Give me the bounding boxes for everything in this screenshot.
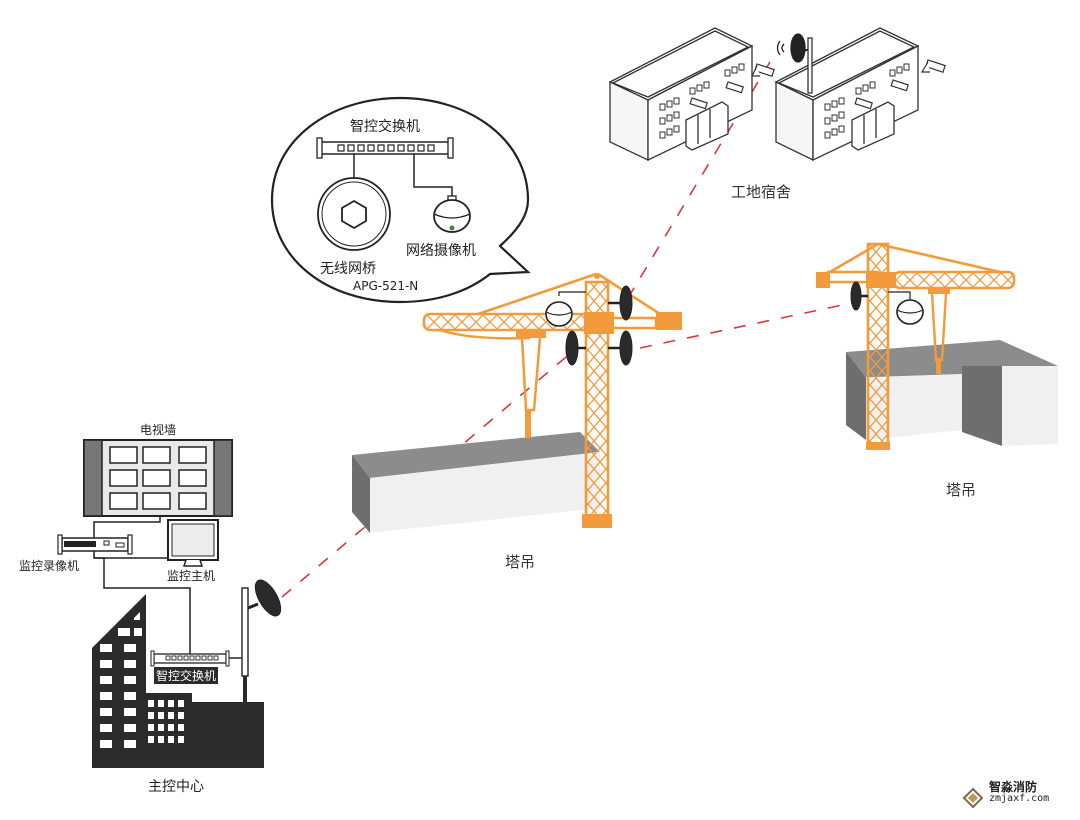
brand-name: 智淼消防 xyxy=(989,780,1038,794)
tower-crane-2 xyxy=(816,242,1016,450)
control-center xyxy=(57,439,282,768)
callout-camera-label: 网络摄像机 xyxy=(406,243,476,259)
control-center-label: 主控中心 xyxy=(148,779,204,795)
dormitory-building-1 xyxy=(608,27,754,162)
building-block-2 xyxy=(846,340,1058,446)
callout-bridge-label: 无线网桥 xyxy=(320,261,376,277)
control-center-switch-icon xyxy=(150,650,230,667)
nvr-label: 监控录像机 xyxy=(19,559,80,573)
crane-2-label: 塔吊 xyxy=(946,481,977,499)
brand-watermark: 智淼消防 zmjaxf.com xyxy=(962,781,1049,804)
crane-2-bridge-antenna-icon xyxy=(850,281,868,311)
tv-wall-icon xyxy=(83,439,233,517)
link-center-to-crane xyxy=(281,351,573,598)
crane-1-bridge-antenna-icons xyxy=(565,285,633,366)
nvr-recorder-icon xyxy=(57,534,133,555)
callout-dome-camera-icon xyxy=(433,195,471,233)
dormitory-antenna-icon xyxy=(776,33,813,94)
brand-url: zmjaxf.com xyxy=(989,793,1050,804)
dormitory-buildings xyxy=(608,27,946,162)
dormitory-label: 工地宿舍 xyxy=(731,183,792,201)
monitor-host-icon xyxy=(167,519,219,567)
crane-1-label: 塔吊 xyxy=(505,553,536,571)
control-center-antenna-icon xyxy=(241,579,282,702)
callout-switch-icon xyxy=(316,137,454,159)
crane-1-site xyxy=(352,272,682,533)
control-center-building-icon xyxy=(92,594,264,768)
tv-wall-label: 电视墙 xyxy=(140,423,177,437)
callout-bridge-model: APG-521-N xyxy=(353,279,419,293)
monitor-host-label: 监控主机 xyxy=(167,569,216,583)
crane-2-dome-camera-icon xyxy=(888,291,924,325)
callout-wireless-bridge-icon xyxy=(317,177,391,251)
wireless-links xyxy=(281,61,853,598)
crane-1-dome-camera-icon xyxy=(545,291,586,327)
callout-bubble xyxy=(270,96,531,304)
crane-2-site xyxy=(816,242,1058,450)
bullet-camera-icons xyxy=(689,59,946,110)
control-center-switch-label: 智控交换机 xyxy=(154,667,219,684)
brand-logo-icon xyxy=(962,787,984,809)
callout-switch-label: 智控交换机 xyxy=(350,119,420,135)
wifi-signal-icon xyxy=(776,40,785,56)
building-block-1 xyxy=(352,432,600,533)
